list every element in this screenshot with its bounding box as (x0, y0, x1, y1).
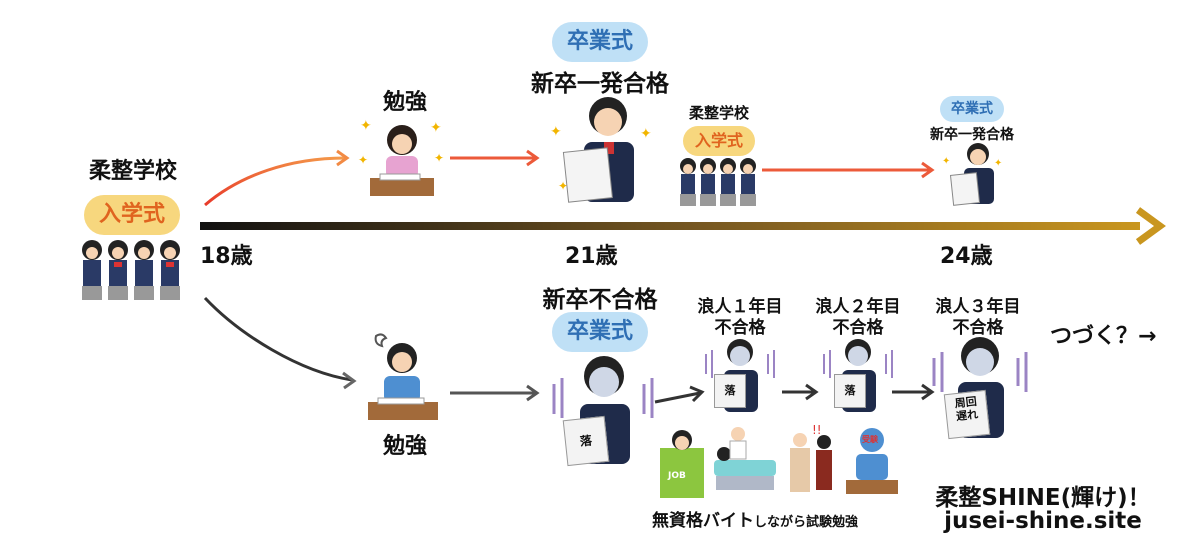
fail-paper: 落 (562, 415, 610, 467)
continue-label: つづく？→ (1050, 324, 1157, 349)
bottom-study-label: 勉強 (382, 434, 427, 459)
side-job-caption: 無資格バイトしながら試験勉強 (652, 506, 858, 531)
school-again-label: 柔整学校 (688, 104, 749, 122)
students-group-small-illustration (680, 158, 756, 206)
age-18-label: 18歳 (200, 244, 253, 269)
age-24-label: 24歳 (940, 244, 993, 269)
entrance-ceremony-badge: 入学式 (84, 195, 180, 235)
lap-behind-paper: 周回 遅れ (943, 389, 991, 440)
ronin2-fail-label: 不合格 (832, 318, 884, 338)
entrance-ceremony-badge-2: 入学式 (683, 126, 755, 156)
timeline-arrowhead (1135, 207, 1166, 245)
studying-girl-illustration: ✦ ✦ ✦ ✦ (358, 118, 444, 196)
top-graduation-badge: 卒業式 (552, 22, 648, 62)
bottom-graduation-badge: 卒業式 (552, 312, 648, 352)
svg-text:✦: ✦ (430, 120, 442, 136)
ronin2-fail-paper: 落 (834, 374, 866, 408)
svg-text:✦: ✦ (360, 118, 372, 134)
svg-text:✦: ✦ (550, 124, 562, 140)
lap-behind-line2: 遅れ (955, 407, 979, 424)
timeline-bar (200, 222, 1140, 230)
side-job-main: 無資格バイト (652, 511, 754, 531)
top-study-label: 勉強 (382, 90, 427, 115)
ronin1-fail-label: 不合格 (714, 318, 766, 338)
side-job-illustrations: JOB !! 受験 (660, 424, 898, 498)
brand-site[interactable]: jusei-shine.site (944, 508, 1142, 534)
svg-text:✦: ✦ (434, 151, 444, 165)
arrow-to-top-study (204, 156, 346, 207)
svg-text:✦: ✦ (942, 156, 950, 167)
stressed-studying-boy-illustration (368, 333, 438, 420)
new-grad-fail-label: 新卒不合格 (542, 287, 658, 313)
ronin3-fail-label: 不合格 (952, 318, 1004, 338)
school-label: 柔整学校 (88, 159, 177, 184)
passing-student-small-illustration: ✦✦ (942, 143, 1002, 206)
ronin2-label: 浪人２年目 (815, 297, 901, 317)
students-group-illustration (82, 240, 180, 300)
ronin3-label: 浪人３年目 (935, 297, 1021, 317)
top-pass-first-try-label-2: 新卒一発合格 (930, 127, 1014, 143)
svg-text:✦: ✦ (640, 126, 652, 142)
passing-student-illustration: ✦ ✦ ✦ (550, 97, 652, 203)
arrow-to-bottom-study (203, 296, 353, 382)
side-job-sub: しながら試験勉強 (754, 515, 859, 530)
svg-text:✦: ✦ (994, 158, 1002, 169)
top-graduation-badge-2: 卒業式 (940, 96, 1004, 122)
job-book-text: JOB (667, 471, 686, 481)
ronin1-label: 浪人１年目 (697, 297, 783, 317)
exam-headband-text: 受験 (862, 434, 879, 444)
svg-text:!!: !! (812, 424, 822, 437)
ronin1-fail-paper: 落 (714, 374, 746, 408)
brand-title: 柔整SHINE(輝け)！ (935, 485, 1151, 511)
svg-text:✦: ✦ (358, 153, 368, 167)
arrow-fail-to-ronin1 (654, 391, 701, 404)
age-21-label: 21歳 (565, 244, 618, 269)
svg-text:✦: ✦ (558, 179, 568, 193)
top-pass-first-try-label: 新卒一発合格 (531, 71, 669, 97)
